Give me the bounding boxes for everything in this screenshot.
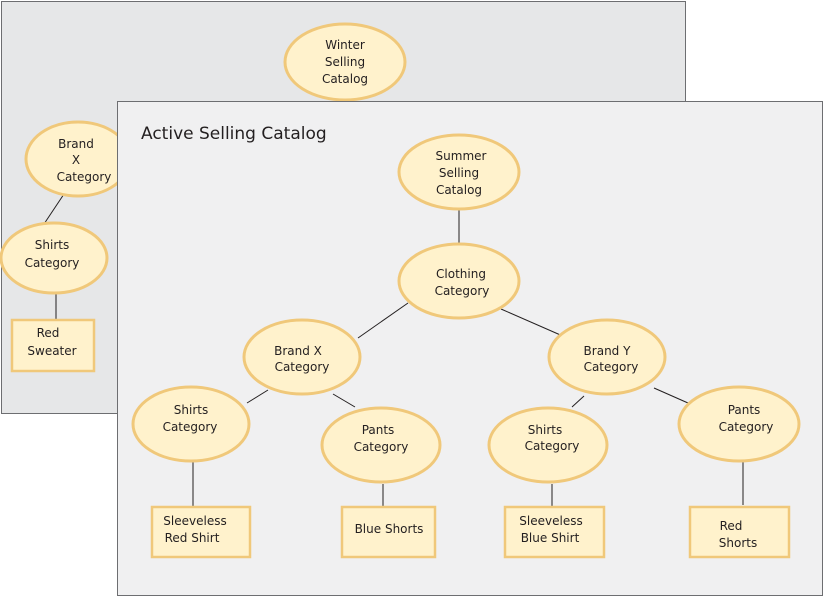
- node-label: Shirts: [35, 238, 69, 252]
- node-label: Blue Shirt: [521, 531, 580, 545]
- node-pants-category-x: Pants Category: [320, 406, 442, 484]
- node-label: Sweater: [27, 344, 76, 358]
- node-shirts-category-back: Shirts Category: [0, 221, 109, 295]
- node-label: Category: [275, 360, 330, 374]
- node-label: Pants: [728, 403, 761, 417]
- node-brand-x-category: Brand X Category: [242, 318, 362, 396]
- node-brand-y-category: Brand Y Category: [547, 318, 667, 396]
- node-label: Selling: [439, 166, 479, 180]
- node-shirts-category-x: Shirts Category: [131, 385, 251, 463]
- node-shirts-category-y: Shirts Category: [487, 406, 609, 484]
- node-label: Catalog: [322, 72, 368, 86]
- node-label: Sleeveless: [519, 514, 582, 528]
- node-label: Red: [37, 326, 60, 340]
- edge-brand-x-shirts: [246, 389, 269, 404]
- node-winter-selling-catalog: Winter Selling Catalog: [283, 22, 407, 102]
- edge-clothing-brand-x: [357, 302, 409, 339]
- node-brand-x-category-back: Brand X Category: [24, 120, 132, 198]
- node-label: Shorts: [719, 536, 757, 550]
- edge-brand-y-shirts: [571, 395, 585, 408]
- node-label: Winter: [325, 38, 365, 52]
- node-pants-category-y: Pants Category: [677, 385, 801, 463]
- edge-brand-x-pants: [332, 393, 356, 408]
- edge-brand-x-shirts-back: [43, 193, 65, 225]
- node-sleeveless-red-shirt: Sleeveless Red Shirt: [150, 505, 252, 559]
- node-label: Shirts: [528, 423, 562, 437]
- node-label: Red Shirt: [165, 531, 220, 545]
- node-label: Pants: [362, 423, 395, 437]
- node-label: Red: [720, 519, 743, 533]
- node-red-sweater: Red Sweater: [10, 318, 96, 373]
- node-label: Summer: [436, 149, 487, 163]
- node-label: Brand: [58, 137, 94, 151]
- node-red-shorts: Red Shorts: [688, 505, 791, 559]
- node-label: Category: [525, 439, 580, 453]
- node-label: Catalog: [436, 183, 482, 197]
- node-sleeveless-blue-shirt: Sleeveless Blue Shirt: [503, 505, 606, 559]
- node-blue-shorts: Blue Shorts: [340, 505, 437, 559]
- node-label: Sleeveless: [163, 514, 226, 528]
- node-label: Category: [57, 170, 112, 184]
- node-label: Brand Y: [584, 344, 632, 358]
- node-clothing-category: Clothing Category: [397, 242, 521, 320]
- node-label: Shirts: [174, 403, 208, 417]
- node-label: Category: [435, 284, 490, 298]
- active-catalog-title: Active Selling Catalog: [141, 124, 327, 144]
- node-label: Category: [354, 440, 409, 454]
- node-label: Category: [584, 360, 639, 374]
- node-label: Category: [25, 256, 80, 270]
- node-label: Brand X: [274, 344, 322, 358]
- edge-brand-y-pants: [653, 387, 689, 404]
- edge-clothing-brand-y: [500, 308, 566, 338]
- node-label: Blue Shorts: [355, 522, 424, 536]
- node-label: Category: [719, 420, 774, 434]
- node-summer-selling-catalog: Summer Selling Catalog: [397, 133, 521, 211]
- node-label: Selling: [325, 55, 365, 69]
- node-label: Category: [163, 420, 218, 434]
- node-label: Clothing: [436, 267, 486, 281]
- node-label: X: [72, 153, 80, 167]
